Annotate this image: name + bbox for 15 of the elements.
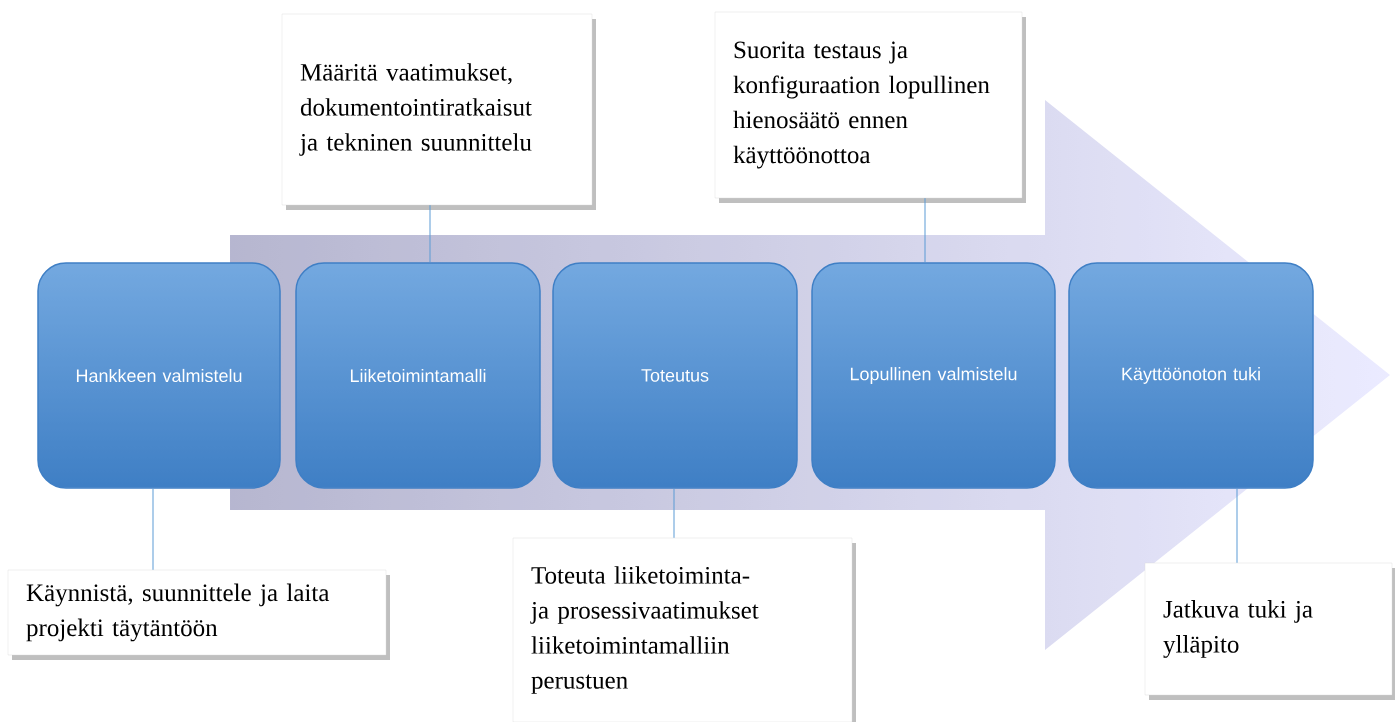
leader-line — [924, 197, 926, 263]
callout-box: Jatkuva tuki ja ylläpito — [1144, 562, 1395, 700]
callout-box: Käynnistä, suunnittele ja laita projekti täytäntöön — [7, 569, 390, 660]
leader-line — [152, 488, 154, 571]
callout-box: Määritä vaatimukset, dokumentointiratkaisut ja tekninen suunnittelu — [281, 13, 596, 210]
leader-line — [1236, 488, 1238, 564]
step-box: Liiketoimintamalli — [295, 262, 541, 489]
step-box: Lopullinen valmistelu — [811, 262, 1056, 489]
step-box: Hankkeen valmistelu — [37, 262, 281, 489]
leader-line — [429, 204, 431, 263]
step-box: Toteutus — [552, 262, 798, 489]
callout-box: Toteuta liiketoiminta- ja prosessivaatimukset liiketoimintamalliin perustuen — [512, 537, 856, 722]
leader-line — [673, 488, 675, 539]
step-box: Käyttöönoton tuki — [1068, 262, 1314, 489]
callout-box: Suorita testaus ja konfiguraation lopullinen hienosäätö ennen käyttöönottoa — [714, 11, 1026, 203]
